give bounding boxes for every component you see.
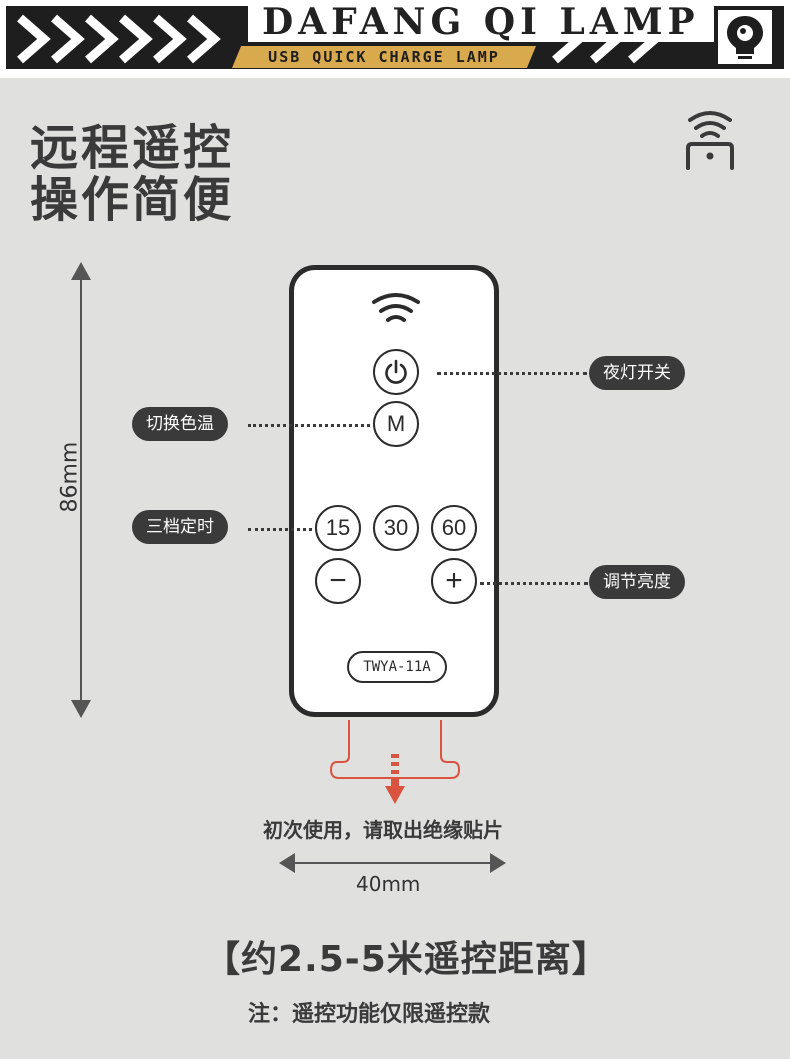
callout-brightness: 调节亮度 xyxy=(589,565,685,599)
first-use-note: 初次使用，请取出绝缘贴片 xyxy=(263,818,503,842)
width-dimension-line xyxy=(285,862,497,864)
power-icon xyxy=(385,359,407,384)
callout-timer: 三档定时 xyxy=(132,510,228,544)
minus-button[interactable]: − xyxy=(315,558,361,604)
arrow-up-icon xyxy=(71,262,91,280)
callout-night-light: 夜灯开关 xyxy=(589,356,685,390)
header-banner: DAFANG QI LAMP USB QUICK CHARGE LAMP xyxy=(0,0,790,78)
range-note: 【约2.5-5米遥控距离】 xyxy=(204,939,609,980)
height-dimension-line xyxy=(80,270,82,710)
remote-signal-icon xyxy=(686,111,734,170)
brand-title: DAFANG QI LAMP xyxy=(248,2,714,42)
callout-dots xyxy=(248,528,312,531)
callout-dots xyxy=(480,582,588,585)
insulation-strip-icon xyxy=(329,720,461,804)
mode-button[interactable]: M xyxy=(373,401,419,447)
arrow-right-icon xyxy=(490,853,506,873)
headline-line-2: 操作简便 xyxy=(30,172,235,228)
bulb-logo-icon xyxy=(718,10,772,64)
height-label: 86mm xyxy=(57,441,83,513)
width-label: 40mm xyxy=(356,872,421,896)
power-button[interactable] xyxy=(373,349,419,395)
timer-60-button[interactable]: 60 xyxy=(431,505,477,551)
brand-subtitle: USB QUICK CHARGE LAMP xyxy=(232,46,536,68)
chevron-decoration xyxy=(17,14,221,64)
headline-line-1: 远程遥控 xyxy=(30,120,235,176)
ir-signal-icon xyxy=(372,293,420,322)
callout-color-temp: 切换色温 xyxy=(132,407,228,441)
remote-control xyxy=(289,265,499,717)
callout-dots xyxy=(437,372,587,375)
timer-15-button[interactable]: 15 xyxy=(315,505,361,551)
model-label: TWYA-11A xyxy=(347,651,447,683)
disclaimer-note: 注：遥控功能仅限遥控款 xyxy=(248,1002,491,1027)
arrow-down-icon xyxy=(71,700,91,718)
callout-dots xyxy=(248,424,370,427)
arrow-left-icon xyxy=(279,853,295,873)
timer-30-button[interactable]: 30 xyxy=(373,505,419,551)
plus-button[interactable]: + xyxy=(431,558,477,604)
